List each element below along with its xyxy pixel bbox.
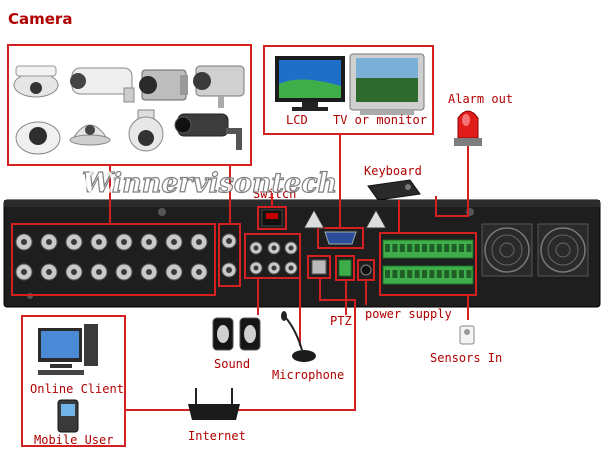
- tv-monitor-label: TV or monitor: [333, 113, 427, 127]
- bnc-connector-icon: [116, 264, 132, 280]
- terminal-screw: [407, 244, 412, 252]
- speaker-icon: [213, 318, 260, 350]
- online-client-label: Online Client: [30, 382, 124, 396]
- terminal-screw: [422, 270, 427, 278]
- bnc-connector-icon: [16, 234, 32, 250]
- lcd-label: LCD: [286, 113, 308, 127]
- microphone-label: Microphone: [272, 368, 344, 382]
- terminal-screw: [459, 270, 464, 278]
- speed-dome-icon: [129, 110, 163, 151]
- bnc-connector-icon: [191, 264, 207, 280]
- terminal-screw: [452, 244, 457, 252]
- internet-label: Internet: [188, 429, 246, 443]
- terminal-screw: [429, 270, 434, 278]
- sensor-icon: [460, 326, 474, 344]
- bullet-camera-icon: [175, 114, 242, 150]
- camera-group: [14, 66, 244, 154]
- terminal-screw: [466, 270, 471, 278]
- computer-icon: [38, 324, 98, 375]
- power-supply-label: power supply: [365, 307, 452, 321]
- mobile-phone-icon: [58, 400, 78, 432]
- power-jack: [361, 265, 371, 275]
- ptz-label: PTZ: [330, 314, 352, 328]
- crt-tv-icon: [350, 54, 424, 115]
- diagram-title: Camera: [8, 10, 72, 28]
- watermark-logo: Winnervisontech: [82, 168, 337, 199]
- bnc-connector-icon: [116, 234, 132, 250]
- bnc-connector-icon: [191, 234, 207, 250]
- lcd-monitor-icon: [275, 56, 345, 111]
- dome-camera-icon: [14, 66, 58, 97]
- keyboard-icon: [368, 180, 420, 200]
- terminal-screw: [437, 270, 442, 278]
- terminal-screw: [392, 244, 397, 252]
- mobile-user-label: Mobile User: [34, 433, 113, 447]
- sound-label: Sound: [214, 357, 250, 371]
- bnc-connector-icon: [166, 234, 182, 250]
- keyboard-label: Keyboard: [364, 164, 422, 178]
- alarm-light-icon: [454, 111, 482, 146]
- terminal-screw: [385, 270, 390, 278]
- box-camera-icon: [193, 66, 244, 108]
- terminal-screw: [459, 244, 464, 252]
- dome-camera-icon: [16, 122, 60, 154]
- bnc-connector-icon: [91, 264, 107, 280]
- bnc-connector-icon: [41, 234, 57, 250]
- terminal-screw: [429, 244, 434, 252]
- terminal-screw: [452, 270, 457, 278]
- terminal-screw: [407, 270, 412, 278]
- router-icon: [188, 388, 240, 420]
- sensors-in-label: Sensors In: [430, 351, 502, 365]
- terminal-screw: [415, 270, 420, 278]
- terminal-screw: [400, 270, 405, 278]
- terminal-screw: [444, 244, 449, 252]
- bullet-camera-icon: [70, 68, 134, 102]
- dome-camera-icon: [70, 125, 110, 145]
- terminal-screw: [385, 244, 390, 252]
- bnc-connector-icon: [41, 264, 57, 280]
- bnc-connector-icon: [66, 234, 82, 250]
- microphone-icon: [281, 311, 316, 362]
- ptz-terminal: [339, 260, 351, 276]
- terminal-screw: [415, 244, 420, 252]
- bnc-connector-icon: [166, 264, 182, 280]
- bnc-connector-icon: [66, 264, 82, 280]
- terminal-screw: [466, 244, 471, 252]
- fan-icon: [482, 224, 532, 276]
- bnc-connector-icon: [16, 264, 32, 280]
- terminal-screw: [400, 244, 405, 252]
- ethernet-port: [312, 260, 326, 274]
- bnc-connector-icon: [141, 264, 157, 280]
- box-camera-icon: [139, 70, 188, 100]
- bnc-connector-icon: [141, 234, 157, 250]
- terminal-screw: [392, 270, 397, 278]
- bnc-connector-icon: [91, 234, 107, 250]
- power-switch-rocker: [266, 213, 278, 219]
- terminal-screw: [444, 270, 449, 278]
- terminal-screw: [437, 244, 442, 252]
- vga-port: [325, 232, 356, 244]
- alarm-out-label: Alarm out: [448, 92, 513, 106]
- fan-icon: [538, 224, 588, 276]
- terminal-screw: [422, 244, 427, 252]
